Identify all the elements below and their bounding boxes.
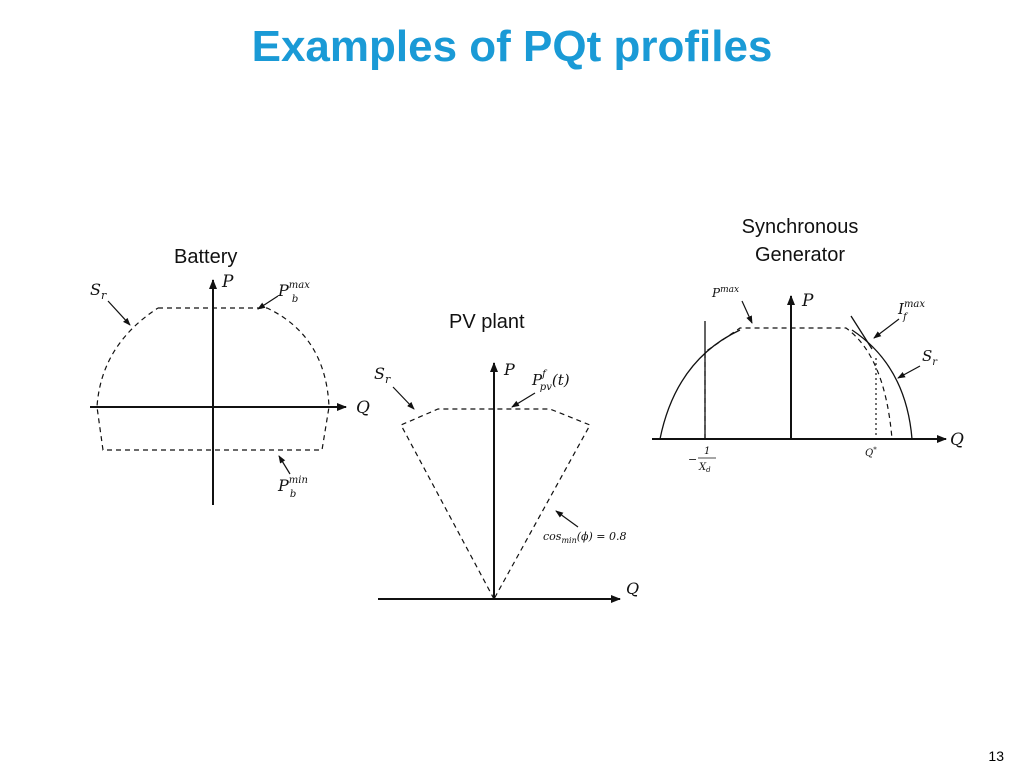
generator-if-arrow [873,318,900,339]
battery-p-label: P [221,272,234,292]
generator-pmax-arrow [741,300,753,324]
generator-sr-arc [659,329,913,440]
generator-title-line2: Generator [755,244,845,266]
slide-title: Examples of PQt profiles [251,22,773,71]
pv-capability-region [400,408,591,601]
pv-sr-arrow [392,386,415,410]
generator-if-line [850,315,873,350]
battery-pmax-arrow [257,295,279,310]
svg-text:Xd: Xd [698,462,711,474]
battery-sr-label: Sr [90,280,107,302]
generator-xd-label: − 1 Xd [688,446,716,474]
pv-cos-arrow [555,510,579,528]
pv-cos-label: cosmin(ϕ) = 0.8 [543,530,627,545]
svg-text:1: 1 [704,446,710,457]
generator-sr-label: Sr [922,347,938,368]
generator-pmax-label: Pmax [711,285,739,300]
pv-p-label: P [503,360,515,379]
battery-q-label: Q [356,398,370,418]
battery-sr-arrow [107,300,131,326]
generator-qstar-label: Q* [865,446,877,459]
generator-p-label: P [801,291,814,311]
svg-text:−: − [688,453,697,466]
generator-sr-arrow [897,365,921,379]
page-number: 13 [988,748,1004,764]
pv-ppv-arrow [511,392,536,408]
generator-title-line1: Synchronous [742,216,859,238]
pv-q-label: Q [626,579,639,598]
pv-sr-label: Sr [374,364,391,386]
battery-capability-region [96,307,330,451]
battery-pmin-arrow [278,455,291,475]
generator-capability-region [704,327,893,440]
pv-title: PV plant [449,311,525,333]
battery-title: Battery [174,246,237,268]
generator-q-label: Q [950,430,964,450]
